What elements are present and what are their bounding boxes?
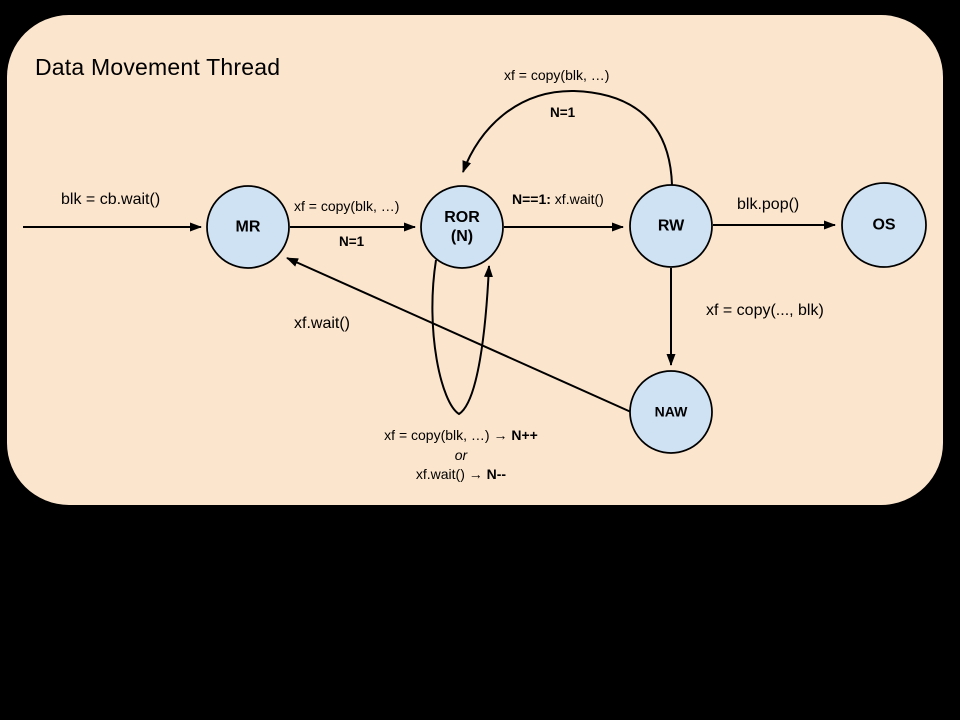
state-label-naw: NAW bbox=[654, 403, 688, 420]
edge-ror-self-loop bbox=[431, 259, 493, 416]
edge-rw-back-to-ror-arc bbox=[462, 89, 673, 186]
edge-condition-mr-to-ror: N=1 bbox=[339, 234, 365, 249]
state-circle-ror bbox=[420, 185, 504, 269]
edge-condition-rw-back-to-ror: N=1 bbox=[550, 105, 576, 120]
edge-label-entry: blk = cb.wait() bbox=[61, 191, 161, 208]
edge-label-rw-back-to-ror: xf = copy(blk, …) bbox=[504, 67, 610, 83]
state-circle-os bbox=[841, 182, 927, 268]
state-circle-rw bbox=[629, 184, 713, 268]
edge-label-naw-to-mr: xf.wait() bbox=[294, 315, 350, 332]
edge-condition-ror-to-rw: N==1: bbox=[512, 191, 551, 207]
edge-label-rw-to-os: blk.pop() bbox=[737, 196, 800, 213]
edge-action-ror-to-rw: xf.wait() bbox=[550, 191, 604, 207]
self-loop-line2: or bbox=[454, 446, 468, 463]
state-label-rw: RW bbox=[657, 217, 685, 235]
edge-label-ror-self-loop: xf = copy(blk, …) → N++ or xf.wait() → N… bbox=[384, 426, 538, 485]
edge-label-mr-to-ror: xf = copy(blk, …) bbox=[294, 198, 400, 214]
state-label-ror: ROR (N) bbox=[444, 208, 480, 245]
page-title: Data Movement Thread bbox=[35, 54, 281, 80]
edge-label-rw-to-naw: xf = copy(..., blk) bbox=[706, 302, 824, 319]
state-circle-mr bbox=[206, 185, 290, 269]
state-label-os: OS bbox=[872, 216, 896, 234]
state-label-mr: MR bbox=[235, 218, 261, 236]
self-loop-line3: xf.wait() → N-- bbox=[415, 466, 507, 482]
edge-naw-to-mr bbox=[286, 257, 632, 413]
state-circle-naw bbox=[629, 370, 713, 454]
edge-label-ror-to-rw: N==1: xf.wait() bbox=[512, 191, 604, 207]
self-loop-line1: xf = copy(blk, …) → N++ bbox=[384, 427, 538, 443]
